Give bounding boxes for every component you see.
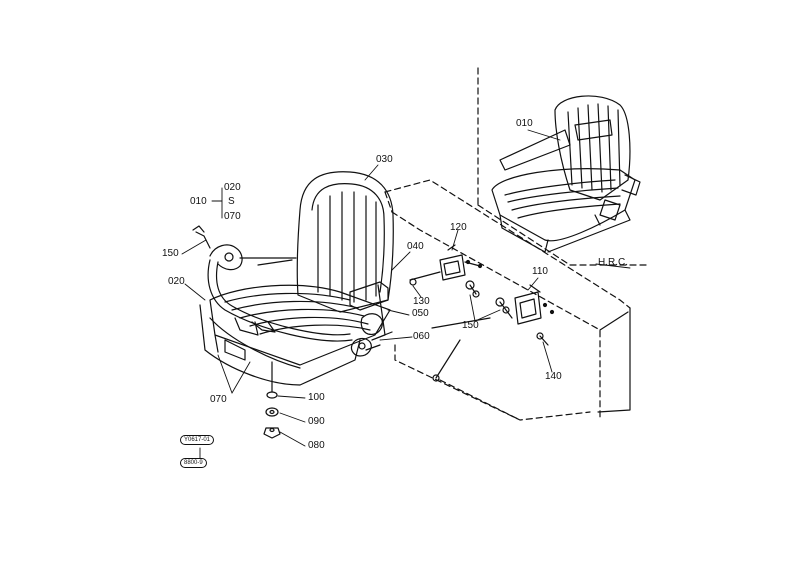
hardware [409,271,549,382]
adjust-lever [350,331,393,357]
bracket-120 [439,244,483,281]
label-110: 110 [532,266,548,277]
figure-tag-bottom: 8800-9 [180,458,207,468]
label-130: 130 [413,296,430,307]
fender-outline [384,179,631,421]
main-seat-backrest [296,171,394,313]
label-080: 080 [308,440,325,451]
inset-seat [491,95,641,253]
label-hrc: H.R.C. [598,257,628,268]
label-150-mid: 150 [462,320,479,331]
label-020: 020 [168,276,185,287]
label-010-inset: 010 [516,118,533,129]
label-070-top: 070 [224,211,241,222]
label-090: 090 [308,416,325,427]
bracket-110 [514,284,555,325]
lever-bracket [192,225,243,271]
armrest [349,281,389,341]
label-100: 100 [308,392,325,403]
label-140: 140 [545,371,562,382]
leader-lines [181,129,631,459]
label-tilde: S [228,196,235,207]
label-040: 040 [407,241,424,252]
figure-tag-top: Y0617-01 [180,435,215,445]
label-020-top: 020 [224,182,241,193]
label-070: 070 [210,394,227,405]
label-060: 060 [413,331,430,342]
washer-stack [263,361,281,439]
label-150-left: 150 [162,248,179,259]
label-030: 030 [376,154,393,165]
label-120: 120 [450,222,467,233]
label-010: 010 [190,196,207,207]
label-050: 050 [412,308,429,319]
inset-outline [477,67,651,266]
slide-rail [207,257,353,342]
